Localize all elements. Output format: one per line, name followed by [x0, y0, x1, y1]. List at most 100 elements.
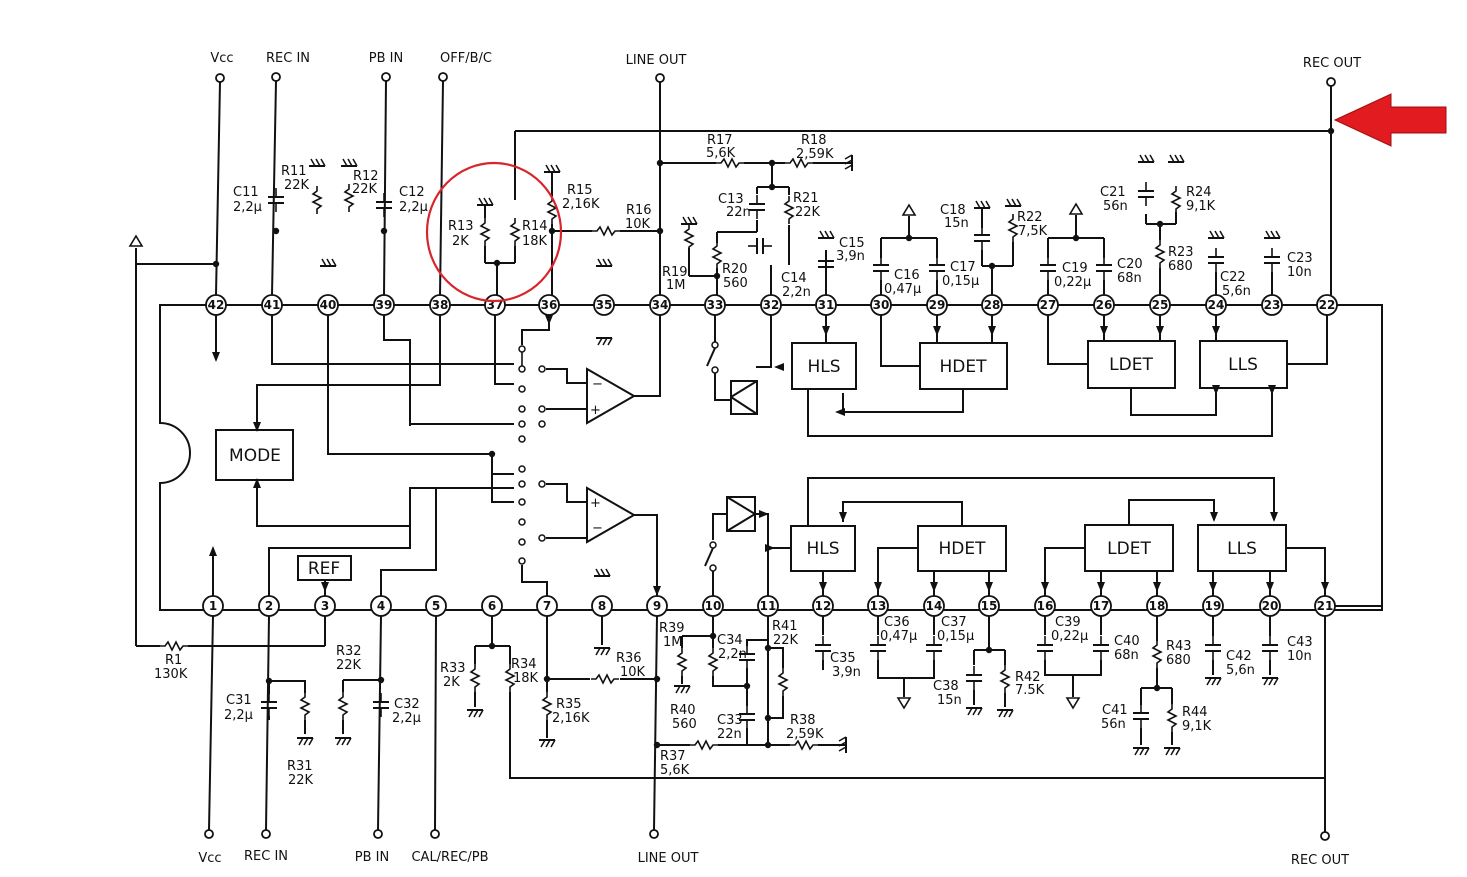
pin-8: 8	[598, 599, 606, 613]
svg-text:C16: C16	[894, 268, 920, 283]
svg-text:C38: C38	[933, 679, 959, 694]
svg-text:C17: C17	[950, 260, 976, 275]
svg-text:2,2µ: 2,2µ	[224, 708, 253, 723]
svg-text:C42: C42	[1226, 649, 1252, 664]
pin-29: 29	[929, 298, 946, 312]
svg-text:R16: R16	[626, 203, 652, 218]
pin-31: 31	[818, 298, 835, 312]
svg-text:C13: C13	[718, 192, 744, 207]
svg-text:R40: R40	[670, 703, 696, 718]
svg-text:C21: C21	[1100, 185, 1126, 200]
pin-23: 23	[1264, 298, 1281, 312]
svg-text:0,47µ: 0,47µ	[880, 629, 917, 644]
svg-text:C35: C35	[830, 651, 856, 666]
svg-text:680: 680	[1166, 653, 1191, 668]
ldet-lower-block	[1084, 524, 1174, 572]
svg-text:22K: 22K	[352, 182, 378, 197]
svg-text:C37: C37	[941, 615, 967, 630]
svg-text:0,47µ: 0,47µ	[884, 282, 921, 297]
svg-text:C18: C18	[940, 203, 966, 218]
highlight-circle	[425, 161, 563, 303]
svg-text:R41: R41	[772, 619, 798, 634]
svg-text:5,6n: 5,6n	[1222, 284, 1251, 299]
svg-text:68n: 68n	[1117, 271, 1142, 286]
pin-14: 14	[926, 599, 943, 613]
svg-text:2,2n: 2,2n	[718, 647, 747, 662]
svg-text:C39: C39	[1055, 615, 1081, 630]
svg-text:+: +	[590, 496, 601, 511]
svg-text:C15: C15	[839, 236, 865, 251]
svg-text:0,22µ: 0,22µ	[1051, 629, 1088, 644]
bottom-pins: 1 2 3 4 5 6 7 8 9 10 11 12 13 14 15 16 1…	[202, 595, 1336, 617]
svg-text:2K: 2K	[443, 675, 460, 690]
svg-text:22n: 22n	[717, 727, 742, 742]
lls-upper-label: LLS	[1228, 355, 1258, 375]
pin-22: 22	[1319, 298, 1336, 312]
pin-38: 38	[432, 298, 449, 312]
relays	[726, 380, 758, 532]
svg-text:R34: R34	[511, 657, 537, 672]
pin-34: 34	[652, 298, 669, 312]
svg-text:R1: R1	[165, 653, 182, 668]
svg-text:C19: C19	[1062, 261, 1088, 276]
rec-out-bottom-label: REC OUT	[1291, 853, 1349, 868]
mode-block	[215, 429, 294, 481]
red-arrow-icon	[1333, 93, 1447, 147]
svg-text:22K: 22K	[773, 633, 799, 648]
svg-text:18K: 18K	[513, 671, 539, 686]
svg-text:R13: R13	[448, 219, 474, 234]
svg-text:R38: R38	[790, 713, 816, 728]
svg-text:R14: R14	[522, 219, 548, 234]
svg-text:680: 680	[1168, 259, 1193, 274]
svg-text:R12: R12	[353, 169, 379, 184]
pin-10: 10	[705, 599, 722, 613]
svg-text:22n: 22n	[726, 205, 751, 220]
op-amp-upper: −+	[586, 367, 637, 425]
svg-text:2,16K: 2,16K	[562, 197, 600, 212]
pin-35: 35	[596, 298, 613, 312]
signal-arrows	[209, 315, 1329, 596]
svg-text:7.5K: 7.5K	[1015, 683, 1045, 698]
svg-text:C23: C23	[1287, 251, 1313, 266]
pin-4: 4	[377, 599, 385, 613]
svg-text:2,2n: 2,2n	[782, 285, 811, 300]
svg-text:R18: R18	[801, 133, 827, 148]
svg-text:56n: 56n	[1103, 199, 1128, 214]
svg-text:5,6n: 5,6n	[1226, 663, 1255, 678]
hdet-lower-block	[917, 525, 1007, 572]
hls-lower-block	[790, 525, 856, 572]
hdet-lower-label: HDET	[939, 539, 987, 559]
svg-text:R20: R20	[722, 262, 748, 277]
hls-upper-block	[791, 342, 857, 390]
pb-in-bottom-label: PB IN	[355, 850, 389, 865]
pin-33: 33	[707, 298, 724, 312]
